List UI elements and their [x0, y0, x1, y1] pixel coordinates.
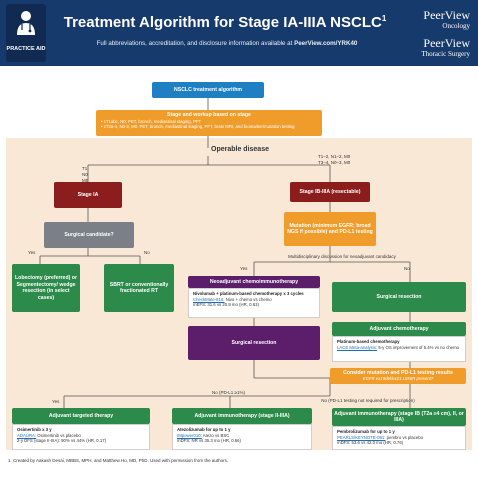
yes-label-1: Yes	[28, 250, 36, 255]
consider-title: Consider mutation and PD-L1 testing resu…	[343, 369, 453, 376]
staging-workup-box: Stage and workup based on stage • cT1abc…	[96, 110, 322, 136]
staging-title: Stage and workup based on stage	[167, 112, 251, 118]
lobectomy-box: Lobectomy (preferred) or Segmentectomy/ …	[12, 264, 80, 312]
impower010-link[interactable]: IMpower010:	[177, 432, 202, 438]
subtitle-link[interactable]: PeerView.com/YRK40	[294, 40, 358, 47]
mutation-testing-box: Mutation (minimum EGFR; broad NGS if pos…	[284, 212, 376, 246]
clinician-icon	[17, 11, 35, 35]
adaura-link[interactable]: ADAURA:	[17, 432, 37, 438]
nivolumab-details: Nivolumab + platinum-based chemotherapy …	[188, 288, 320, 318]
osimertinib-result: 2-y DFS (stage II-IIIA): 90% vs 44% (HR,…	[17, 438, 107, 444]
no-pdl1-not-required-label: No (PD-L1 testing not required for presc…	[321, 398, 415, 403]
operable-disease-label: Operable disease	[211, 146, 269, 153]
page-title: Treatment Algorithm for Stage IA-IIIA NS…	[63, 14, 387, 31]
lace-meta-analysis-link[interactable]: LACE Meta-analysis:	[337, 344, 378, 350]
consider-testing-box: Consider mutation and PD-L1 testing resu…	[330, 368, 466, 384]
sbrt-box: SBRT or conventionally fractionated RT	[104, 264, 174, 312]
brand-peerview-1: PeerView	[423, 8, 470, 22]
nivolumab-trial: CheckMate-816: Nivo + chemo vs chemo	[193, 296, 272, 302]
badge-label: PRACTICE AID	[6, 46, 46, 52]
staging-line-1: • cT1abc, N0: PET, bronch, mediastinal s…	[101, 118, 202, 124]
yes-label-2: Yes	[240, 266, 248, 271]
brand-peerview-2: PeerView	[423, 36, 470, 50]
neoadjuvant-header: Neoadjuvant chemoimmunotherapy	[188, 276, 320, 288]
pembrolizumab-details: Pembrolizumab for up to 1 y PEARLS/KEYNO…	[332, 426, 466, 450]
header-banner: PRACTICE AID Treatment Algorithm for Sta…	[0, 0, 478, 66]
atezolizumab-result: mDFS: NR vs 35.3 mo (HR, 0.66)	[177, 438, 241, 444]
no-label-2: No	[404, 266, 410, 271]
adjuvant-chemo-header: Adjuvant chemotherapy	[332, 322, 466, 336]
osimertinib-details: Osimertinib x 3 y ADAURA: Osimertinib vs…	[12, 424, 150, 450]
platinum-title: Platinum-based chemotherapy	[337, 339, 400, 344]
page-subtitle: Full abbreviations, accreditation, and d…	[96, 40, 358, 47]
brand-oncology: Oncology	[442, 22, 470, 30]
surgical-candidate-box: Surgical candidate?	[44, 222, 134, 248]
surgical-resection-direct: Surgical resection	[332, 282, 466, 312]
stage-ib-iiia-box: Stage IB-IIIA (resectable)	[290, 182, 370, 202]
stage-ib-criteria: T1–2, N1–2, M0 T3–4, N0–3, M0	[318, 154, 351, 165]
pembrolizumab-result: mDFS: 53.6 vs 42.0 mo (HR, 0.76)	[337, 440, 404, 446]
pembrolizumab-trial: PEARLS/KEYNOTE-091: pembro vs placebo	[337, 434, 423, 440]
platinum-trial: LACE Meta-analysis: 5-y OS improvement o…	[337, 344, 460, 350]
footnote: 1. Created by Aakash Desai, MBBS, MPH, a…	[8, 458, 229, 463]
atezolizumab-title: Atezolizumab for up to 1 y	[177, 427, 231, 432]
brand-thoracic-surgery: Thoracic Surgery	[421, 50, 470, 58]
platinum-details: Platinum-based chemotherapy LACE Meta-an…	[332, 336, 466, 362]
staging-line-2: • cT2a-4, N0-3, M0: PET, bronch, mediast…	[101, 124, 295, 130]
no-label-1: No	[144, 250, 150, 255]
adjuvant-immuno-ii-iiia-header: Adjuvant immunotherapy (stage II-IIIA)	[172, 408, 312, 424]
atezolizumab-trial: IMpower010: Atezo vs BSC	[177, 432, 230, 438]
stage-ia-box: Stage IA	[54, 182, 122, 208]
checkmate-816-link[interactable]: CheckMate-816:	[193, 296, 225, 302]
osimertinib-title: Osimertinib x 3 y	[17, 427, 52, 432]
osimertinib-trial: ADAURA: Osimertinib vs placebo	[17, 432, 81, 438]
practice-aid-badge: PRACTICE AID	[6, 4, 46, 62]
adjuvant-immuno-ib-header: Adjuvant immunotherapy (stage IB (T2a ≥4…	[332, 408, 466, 426]
nivolumab-title: Nivolumab + platinum-based chemotherapy …	[193, 291, 304, 296]
nivolumab-result: mEFS: 31.6 vs 20.8 mo (HR, 0.63)	[193, 302, 259, 308]
nsclc-algorithm-start: NSCLC treatment algorithm	[152, 82, 264, 98]
adjuvant-targeted-header: Adjuvant targeted therapy	[12, 408, 150, 424]
pearls-keynote-091-link[interactable]: PEARLS/KEYNOTE-091:	[337, 434, 386, 440]
consider-question: EGFR ex19del/ex21 L858R present?	[362, 376, 434, 382]
no-pdl1-label: No (PD-L1 ≥1%)	[212, 390, 245, 395]
multidisciplinary-label: Multidisciplinary discussion for neoadju…	[288, 254, 396, 259]
surgical-resection-neoadjuvant: Surgical resection	[188, 326, 320, 360]
atezolizumab-details: Atezolizumab for up to 1 y IMpower010: A…	[172, 424, 312, 450]
stage-ia-criteria: T1 N0 M0	[82, 166, 89, 183]
yes-label-3: Yes	[52, 399, 60, 404]
pembrolizumab-title: Pembrolizumab for up to 1 y	[337, 429, 395, 434]
